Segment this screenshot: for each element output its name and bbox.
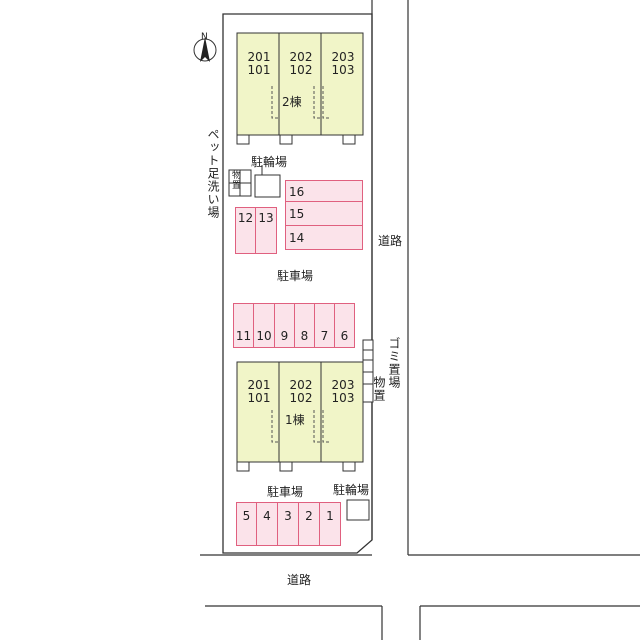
garbage-storage-structure [362,339,374,403]
b2-unit-201: 201 [247,50,271,64]
parking-space-14: 14 [285,226,363,250]
bike-parking-top-structure [254,165,281,198]
b1-unit-3: 203 103 [324,379,362,405]
north-label: N [201,32,208,42]
parking-center-label: 駐車場 [277,269,314,283]
b1-unit-201: 201 [247,378,271,392]
parking-space-1: 1 [320,502,341,546]
site-boundary [222,13,373,554]
b1-unit-102: 102 [289,391,313,405]
storage-right-label: 物置 [372,376,386,402]
parking-space-10: 10 [254,303,275,348]
road-south-label: 道路 [287,573,312,587]
parking-space-9: 9 [275,303,295,348]
building-2 [236,32,364,145]
b1-unit-1: 201 101 [240,379,278,405]
parking-space-15: 15 [285,202,363,226]
parking-bottom-label: 駐車場 [267,485,304,499]
north-arrow-icon [193,37,217,62]
parking-row-bottom: 5 4 3 2 1 [236,502,341,546]
b2-unit-3: 203 103 [324,51,362,77]
b2-unit-102: 102 [289,63,313,77]
parking-row-middle: 11 10 9 8 7 6 [233,303,355,348]
b2-name: 2棟 [282,95,302,109]
b2-unit-101: 101 [247,63,271,77]
storage-top-structure [228,169,252,197]
parking-space-6: 6 [335,303,355,348]
building-1 [236,361,364,472]
parking-pair-left: 12 13 [235,207,277,254]
parking-space-5: 5 [236,502,257,546]
b2-unit-1: 201 101 [240,51,278,77]
b1-unit-2: 202 102 [282,379,320,405]
b1-name: 1棟 [285,413,305,427]
b2-unit-2: 202 102 [282,51,320,77]
parking-space-11: 11 [233,303,254,348]
b1-unit-101: 101 [247,391,271,405]
parking-space-16: 16 [285,180,363,202]
parking-space-2: 2 [299,502,320,546]
pet-foot-wash-label: ペット足洗い場 [206,128,220,219]
parking-space-8: 8 [295,303,315,348]
storage-top-label: 物置 [230,170,240,190]
bike-parking-top-label: 駐輪場 [251,155,288,169]
parking-space-13: 13 [256,207,277,254]
parking-space-3: 3 [278,502,299,546]
parking-space-12: 12 [235,207,256,254]
garbage-storage-label: ゴミ置場 [387,337,401,389]
b2-unit-103: 103 [331,63,355,77]
b1-unit-202: 202 [289,378,313,392]
bike-parking-bottom-label: 駐輪場 [333,483,370,497]
b2-unit-202: 202 [289,50,313,64]
b1-unit-203: 203 [331,378,355,392]
bike-parking-bottom-structure [346,499,370,521]
parking-row-right: 16 15 14 [285,180,363,250]
road-east-label: 道路 [378,234,403,248]
parking-space-7: 7 [315,303,335,348]
parking-space-4: 4 [257,502,278,546]
b2-unit-203: 203 [331,50,355,64]
b1-unit-103: 103 [331,391,355,405]
